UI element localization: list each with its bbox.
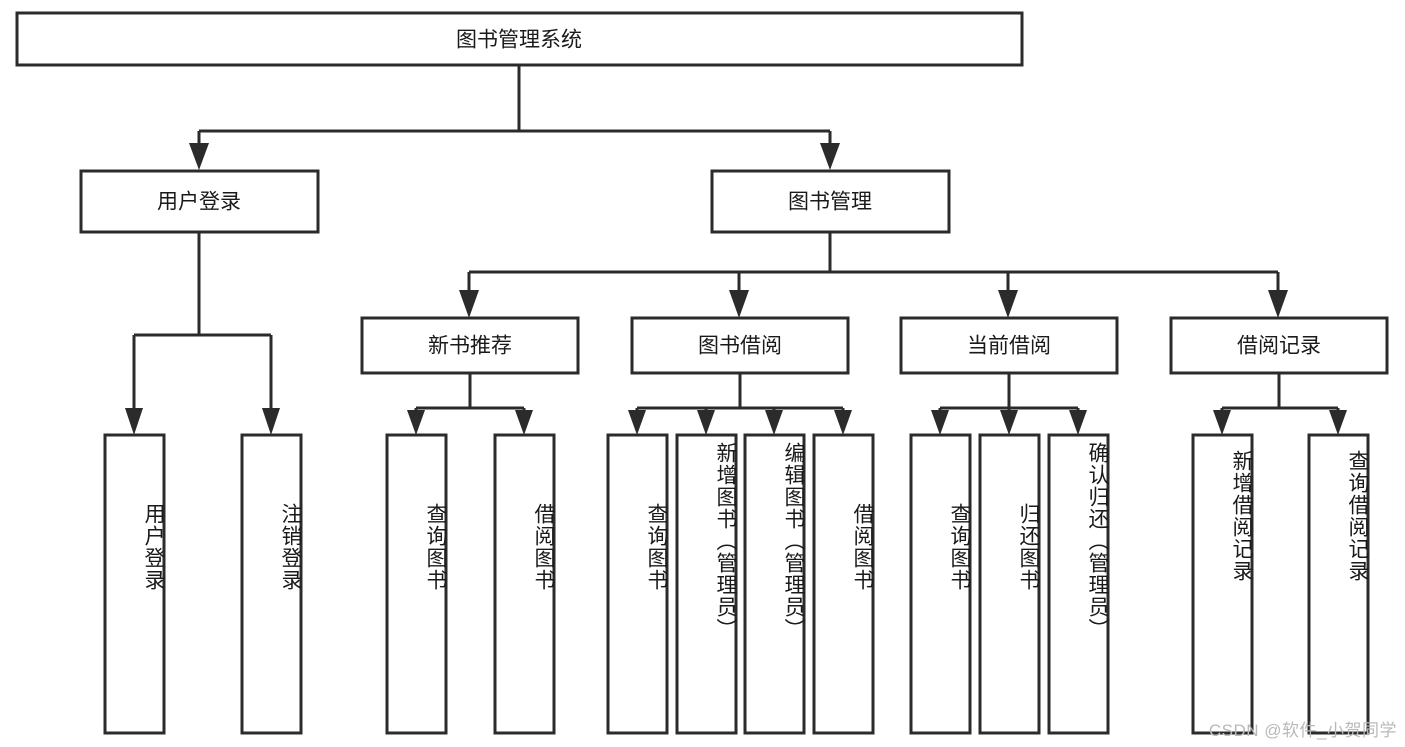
leaf-box-add-record[interactable]: [1191, 433, 1254, 735]
leaf-box-edit-book[interactable]: [743, 433, 806, 735]
book-management-label: 图书管理: [788, 191, 872, 214]
book-borrow-box: [630, 316, 850, 375]
current-borrow-box: [899, 316, 1119, 375]
arrow-head-leaf-query-book-1: [407, 410, 425, 435]
arrow-head-leaf-add-record: [1213, 410, 1231, 435]
book-borrow-label: 图书借阅: [698, 335, 782, 358]
current-borrow-label: 当前借阅: [967, 335, 1051, 358]
arrow-head-leaf-query-book-2: [628, 410, 646, 435]
node-book-borrow[interactable]: 图书借阅: [630, 316, 850, 375]
node-borrow-record[interactable]: 借阅记录: [1169, 316, 1389, 375]
node-current-borrow[interactable]: 当前借阅: [899, 316, 1119, 375]
arrow-head-leaf-user-logout: [262, 408, 280, 435]
arrow-head-book-borrow: [729, 290, 749, 318]
leaf-box-query-record[interactable]: [1307, 433, 1370, 735]
arrow-head-new-book: [459, 290, 479, 318]
leaf-box-return-book[interactable]: [978, 433, 1041, 735]
arrow-head-leaf-query-record: [1329, 410, 1347, 435]
leaf-box-user-logout[interactable]: [240, 433, 303, 735]
root-label: 图书管理系统: [456, 29, 582, 52]
node-user-login[interactable]: 用户登录: [79, 169, 320, 234]
new-book-recommend-box: [360, 316, 580, 375]
arrow-head-leaf-borrow-book-2: [834, 410, 852, 435]
arrow-head-leaf-edit-book: [765, 410, 783, 435]
node-root[interactable]: 图书管理系统: [15, 11, 1024, 67]
csdn-watermark: CSDN @软件_小贺同学: [1208, 721, 1397, 740]
arrow-head-user-login: [189, 143, 209, 170]
leaf-box-query-book-2[interactable]: [606, 433, 669, 735]
book-management-box: [710, 169, 951, 234]
node-book-management[interactable]: 图书管理: [710, 169, 951, 234]
leaf-box-confirm-return[interactable]: [1047, 433, 1110, 735]
arrow-head-leaf-confirm-return: [1069, 410, 1087, 435]
arrow-head-book-management: [820, 143, 840, 170]
node-new-book-recommend[interactable]: 新书推荐: [360, 316, 580, 375]
arrow-head-leaf-add-book: [697, 410, 715, 435]
user-login-label: 用户登录: [157, 191, 241, 214]
leaf-box-add-book[interactable]: [675, 433, 738, 735]
leaf-box-user-login[interactable]: [103, 433, 166, 735]
new-book-recommend-label: 新书推荐: [428, 335, 512, 358]
leaf-box-query-book-3[interactable]: [909, 433, 972, 735]
leaf-box-borrow-book-2[interactable]: [812, 433, 875, 735]
arrow-head-current-borrow: [998, 290, 1018, 318]
arrow-head-leaf-return-book: [1000, 410, 1018, 435]
borrow-record-label: 借阅记录: [1237, 335, 1321, 358]
arrow-head-leaf-borrow-book-1: [515, 410, 533, 435]
root-box: [15, 11, 1024, 67]
borrow-record-box: [1169, 316, 1389, 375]
leaf-box-borrow-book-1[interactable]: [493, 433, 556, 735]
leaf-box-query-book-1[interactable]: [385, 433, 448, 735]
arrow-head-leaf-user-login: [125, 408, 143, 435]
arrow-head-leaf-query-book-3: [931, 410, 949, 435]
arrow-head-borrow-record: [1268, 290, 1288, 318]
